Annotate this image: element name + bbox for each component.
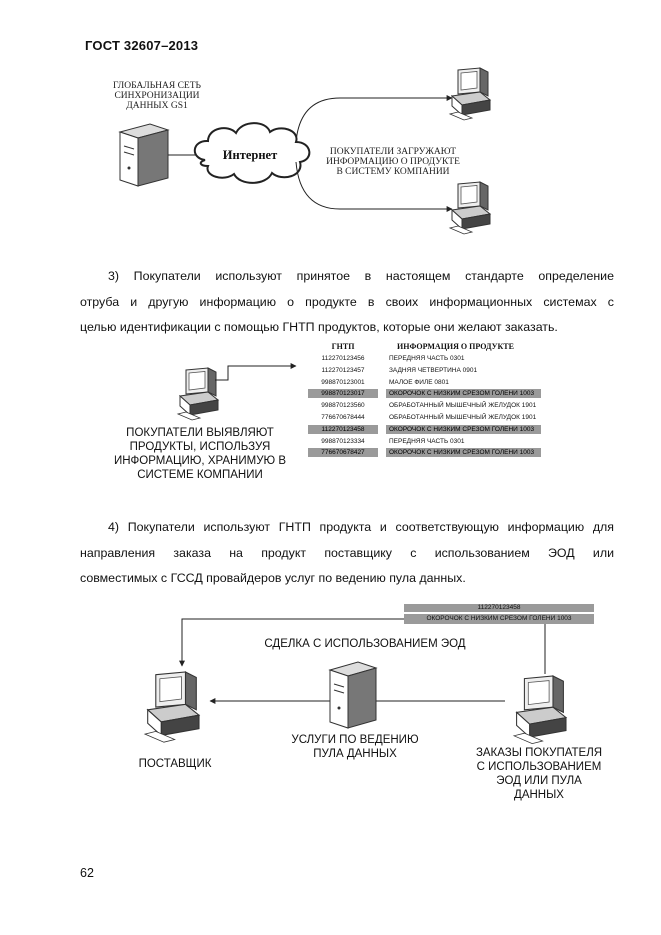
gtin-cell: 998870123560 [321,402,365,410]
text-line: 3) Покупатели используют принятое в наст… [108,269,614,283]
gs1-network-caption: ГЛОБАЛЬНАЯ СЕТЬ СИНХРОНИЗАЦИИ ДАННЫХ GS1 [102,81,212,111]
order-info: ОКОРОЧОК С НИЗКИМ СРЕЗОМ ГОЛЕНИ 1003 [426,615,572,622]
buyer-orders-caption: ЗАКАЗЫ ПОКУПАТЕЛЯ С ИСПОЛЬЗОВАНИЕМ ЭОД И… [464,746,614,802]
buyers-identify-caption: ПОКУПАТЕЛИ ВЫЯВЛЯЮТ ПРОДУКТЫ, ИСПОЛЬЗУЯ … [110,426,290,482]
gtin-cell: 998870123017 [308,389,378,399]
figure-edi-order: 112270123458 ОКОРОЧОК С НИЗКИМ СРЕЗОМ ГО… [0,600,661,820]
caption-line: ПОКУПАТЕЛИ ЗАГРУЖАЮТ [329,147,457,157]
caption-line: В СИСТЕМУ КОМПАНИИ [336,167,450,177]
info-cell: ОКОРОЧОК С НИЗКИМ СРЕЗОМ ГОЛЕНИ 1003 [386,424,541,434]
caption-line: ДАННЫХ GS1 [126,101,188,111]
caption-line: СИНХРОНИЗАЦИИ [114,91,200,101]
page-number: 62 [80,866,94,880]
info-cell: ОКОРОЧОК С НИЗКИМ СРЕЗОМ ГОЛЕНИ 1003 [386,389,541,399]
text-line: 4) Покупатели используют ГНТП продукта и… [108,520,614,534]
caption-line: ИНФОРМАЦИЮ, ХРАНИМУЮ В [113,455,286,467]
gtin-cell: 998870123334 [321,437,365,445]
computer-icon [176,367,220,421]
gtin-cell: 776670678444 [321,414,365,421]
caption-line: ГЛОБАЛЬНАЯ СЕТЬ [112,81,201,91]
table-row: 112270123458 ОКОРОЧОК С НИЗКИМ СРЕЗОМ ГОЛ… [308,424,544,434]
buyers-upload-caption: ПОКУПАТЕЛИ ЗАГРУЖАЮТ ИНФОРМАЦИЮ О ПРОДУК… [318,147,468,177]
figure-buyer-lookup-graphics [176,363,297,421]
text-line: совместимых с ГССД провайдеров услуг по … [80,571,466,585]
info-cell: ОБРАБОТАННЫЙ МЫШЕЧНЫЙ ЖЕЛУДОК 1901 [389,414,537,421]
caption-line: ПОКУПАТЕЛИ ВЫЯВЛЯЮТ [126,427,274,439]
caption-line: ДАННЫХ [514,789,564,801]
caption-line: С ИСПОЛЬЗОВАНИЕМ [476,761,602,773]
caption-line: ЗАКАЗЫ ПОКУПАТЕЛЯ [475,747,603,759]
computer-icon [448,67,492,121]
gtin-cell: 998870123001 [321,378,365,386]
info-cell: ОБРАБОТАННЫЙ МЫШЕЧНЫЙ ЖЕЛУДОК 1901 [389,402,537,410]
text-line: направления заказа на продукт поставщику… [80,545,614,560]
figure-gs1-network: ГЛОБАЛЬНАЯ СЕТЬ СИНХРОНИЗАЦИИ ДАННЫХ GS1… [0,0,661,260]
table-header: ГНТП ИНФОРМАЦИЯ О ПРОДУКТЕ [308,342,544,351]
data-pool-caption: УСЛУГИ ПО ВЕДЕНИЮ ПУЛА ДАННЫХ [290,733,420,761]
internet-cloud-label: Интернет [222,148,278,162]
table-row: 112270123457 ЗАДНЯЯ ЧЕТВЕРТИНА 0901 [308,366,544,375]
computer-icon [448,181,492,235]
info-cell: ПЕРЕДНЯЯ ЧАСТЬ 0301 [389,437,465,445]
paragraph-4: 4) Покупатели используют ГНТП продукта и… [80,515,614,592]
gtin-cell: 112270123458 [308,424,378,434]
table-row: 112270123456 ПЕРЕДНЯЯ ЧАСТЬ 0301 [308,354,544,363]
gtin-cell: 112270123456 [321,355,365,362]
table-row: 998870123560 ОБРАБОТАННЫЙ МЫШЕЧНЫЙ ЖЕЛУДО… [308,401,544,410]
info-cell: МАЛОЕ ФИЛЕ 0801 [389,378,449,386]
table-row: 998870123334 ПЕРЕДНЯЯ ЧАСТЬ 0301 [308,437,544,446]
info-cell: ОКОРОЧОК С НИЗКИМ СРЕЗОМ ГОЛЕНИ 1003 [386,448,541,458]
internet-cloud-icon [193,122,311,184]
info-cell: ПЕРЕДНЯЯ ЧАСТЬ 0301 [389,355,465,362]
table-row: 998870123017 ОКОРОЧОК С НИЗКИМ СРЕЗОМ ГОЛ… [308,389,544,399]
caption-line: СИСТЕМЕ КОМПАНИИ [137,469,263,481]
edi-deal-label: СДЕЛКА С ИСПОЛЬЗОВАНИЕМ ЭОД [264,638,466,650]
order-gtin: 112270123458 [477,604,521,611]
table-row: 776670678444 ОБРАБОТАННЫЙ МЫШЕЧНЫЙ ЖЕЛУДО… [308,413,544,422]
caption-line: ПУЛА ДАННЫХ [313,748,397,760]
data-pool-server-icon [328,661,378,729]
gtin-cell: 112270123457 [321,366,365,374]
server-icon [118,123,170,187]
caption-line: ПРОДУКТЫ, ИСПОЛЬЗУЯ [129,441,271,453]
buyer-computer-icon [512,675,568,745]
caption-line: ИНФОРМАЦИЮ О ПРОДУКТЕ [326,157,460,167]
col-gtin-header: ГНТП [331,342,355,351]
caption-line: ЭОД ИЛИ ПУЛА [496,775,582,787]
text-line: отруба и другую информацию о продукте в … [80,294,614,309]
col-info-header: ИНФОРМАЦИЯ О ПРОДУКТЕ [397,342,514,351]
supplier-caption: ПОСТАВЩИК [138,758,212,770]
info-cell: ЗАДНЯЯ ЧЕТВЕРТИНА 0901 [389,366,478,374]
gtin-cell: 776670678427 [308,448,378,458]
caption-line: УСЛУГИ ПО ВЕДЕНИЮ [291,734,419,746]
figure-gs1-network-graphics [118,67,492,235]
table-row: 776670678427 ОКОРОЧОК С НИЗКИМ СРЕЗОМ ГОЛ… [308,448,544,458]
figure-edi-order-graphics [143,604,594,745]
supplier-computer-icon [143,671,201,743]
document-header: ГОСТ 32607–2013 [85,38,199,53]
table-row: 998870123001 МАЛОЕ ФИЛЕ 0801 [308,378,544,387]
paragraph-3: 3) Покупатели используют принятое в наст… [80,264,614,341]
text-line: целью идентификации с помощью ГНТП проду… [80,320,558,334]
